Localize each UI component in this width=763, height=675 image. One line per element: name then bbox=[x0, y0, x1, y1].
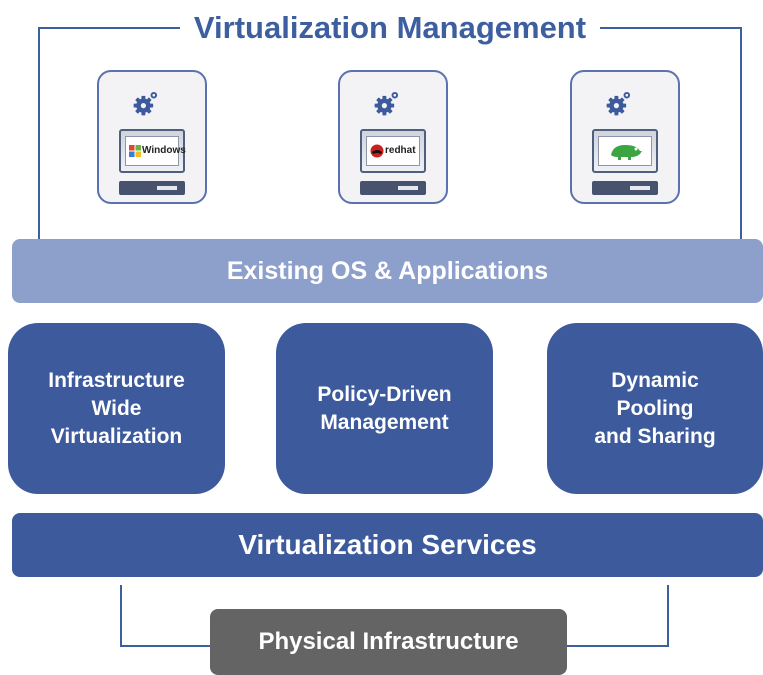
suse-chameleon-icon bbox=[611, 145, 642, 160]
vm-suse bbox=[570, 70, 680, 204]
screen: Windows bbox=[125, 136, 186, 166]
vm-redhat: redhat bbox=[338, 70, 448, 204]
gear-icon bbox=[133, 91, 158, 116]
monitor bbox=[592, 129, 658, 173]
computer-base bbox=[360, 181, 426, 195]
screen bbox=[598, 136, 652, 166]
box-label: Policy-Driven Management bbox=[317, 382, 452, 434]
policy-management-box: Policy-Driven Management bbox=[276, 323, 493, 494]
monitor: redhat bbox=[360, 129, 426, 173]
physical-infrastructure-layer: Physical Infrastructure bbox=[210, 609, 567, 675]
physical-label: Physical Infrastructure bbox=[258, 628, 519, 655]
os-applications-layer: Existing OS & Applications bbox=[12, 239, 763, 303]
infrastructure-virtualization-box: Infrastructure Wide Virtualization bbox=[8, 323, 225, 494]
os-label: Windows bbox=[142, 145, 186, 156]
services-label: Virtualization Services bbox=[238, 529, 537, 560]
box-label: Infrastructure Wide Virtualization bbox=[48, 368, 185, 448]
computer-base bbox=[119, 181, 185, 195]
screen: redhat bbox=[366, 136, 420, 166]
vm-windows: Windows bbox=[97, 70, 207, 204]
gear-icon bbox=[374, 91, 399, 116]
gear-icon bbox=[606, 91, 631, 116]
os-label: redhat bbox=[385, 145, 416, 156]
diagram-title: Virtualization Management bbox=[180, 8, 600, 48]
box-label: Dynamic Pooling and Sharing bbox=[594, 368, 716, 448]
redhat-logo-icon bbox=[370, 144, 384, 158]
computer-base bbox=[592, 181, 658, 195]
pooling-sharing-box: Dynamic Pooling and Sharing bbox=[547, 323, 763, 494]
virtualization-services-layer: Virtualization Services bbox=[12, 513, 763, 577]
windows-logo-icon bbox=[129, 145, 141, 157]
os-layer-label: Existing OS & Applications bbox=[226, 257, 549, 285]
monitor: Windows bbox=[119, 129, 186, 173]
